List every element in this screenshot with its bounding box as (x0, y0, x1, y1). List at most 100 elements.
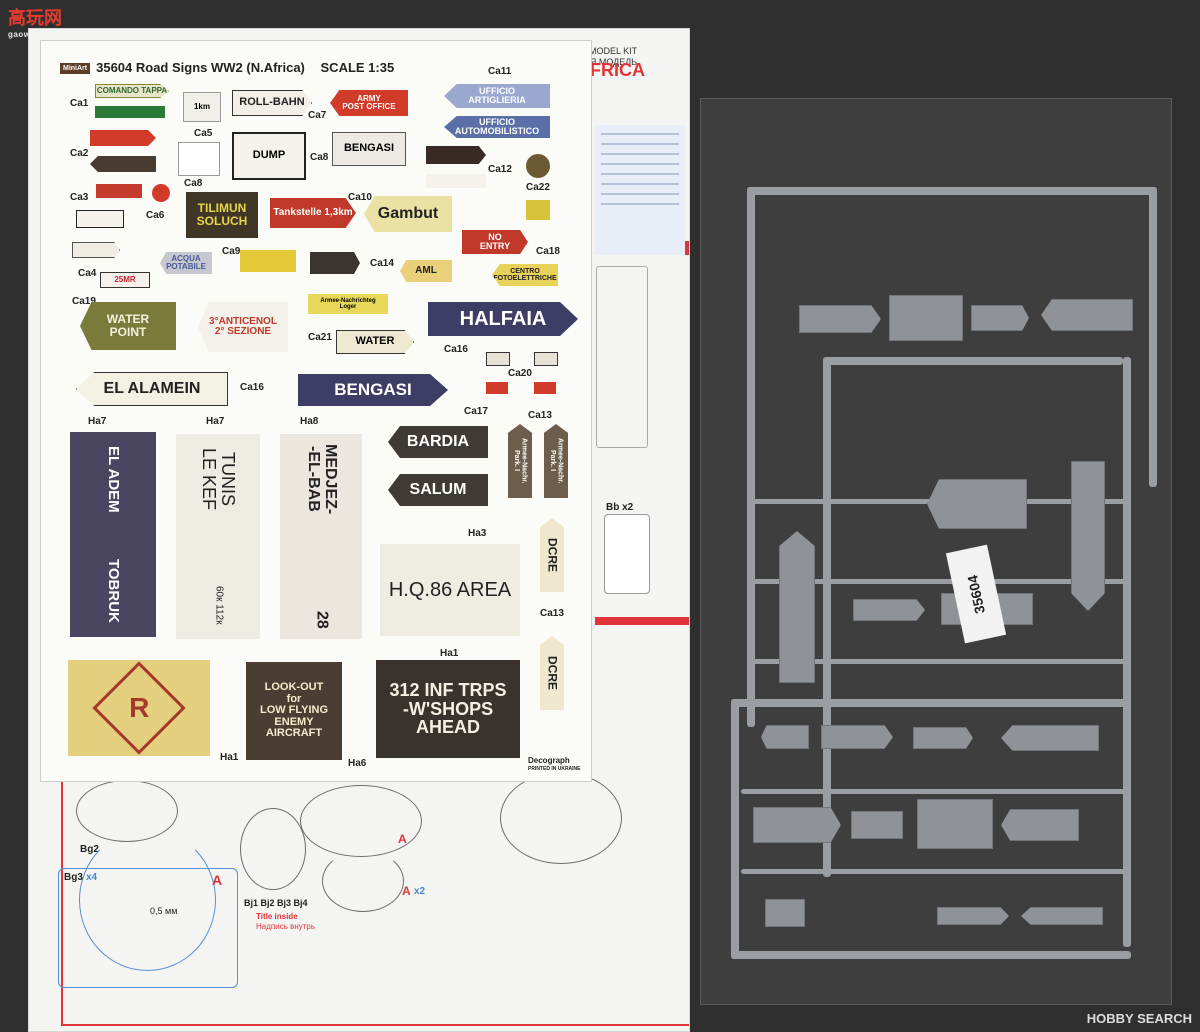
sprue-runner-3 (751, 659, 1131, 664)
sign-red-tag-2 (534, 382, 556, 394)
sign-tankstelle: Tankstelle 1,3km (270, 198, 356, 228)
africa-heading: FRICA (590, 60, 645, 80)
sign-brown-arrow (90, 156, 156, 172)
sign-yellow-emblem (526, 200, 550, 220)
part-arrow-4 (853, 599, 925, 621)
label-ha1-a: Ha1 (440, 648, 459, 659)
r-diamond: R (92, 661, 186, 755)
board-tunis-text: TUNIS LE KEF (199, 448, 238, 511)
sprue-inner-right (1123, 357, 1131, 947)
label-ca20: Ca20 (508, 368, 532, 379)
drum-drawing-4 (500, 772, 622, 864)
sign-armee-loger: Armee-Nachrichteg Loger (308, 294, 388, 314)
sign-dark-arrow-2 (310, 252, 360, 274)
part-arrow-11 (937, 907, 1009, 925)
red-band-lower (595, 617, 689, 625)
sign-small-text-plate (178, 142, 220, 176)
label-ca19: Ca19 (72, 296, 96, 307)
sign-green-bar (95, 106, 165, 118)
brand-logo: MiniArt (60, 63, 91, 75)
label-ha1-b: Ha1 (220, 752, 239, 763)
sprue-bottom (731, 951, 1131, 959)
sign-pm-tag-1 (486, 352, 510, 366)
sprue-runner-2 (751, 579, 1131, 584)
decal-scale: SCALE 1:35 (320, 60, 395, 75)
sign-comando: COMANDO TAPPA (95, 84, 169, 98)
sign-tilimun: TILIMUN SOLUCH (186, 192, 258, 238)
sign-dcre-2: DCRE (540, 636, 564, 710)
sign-artiglieria: UFFICIO ARTIGLIERIA (444, 84, 550, 108)
label-ha7-a: Ha7 (88, 416, 107, 427)
part-arrow-12 (1021, 907, 1103, 925)
label-ca16-b: Ca16 (240, 382, 264, 393)
label-ca18: Ca18 (536, 246, 560, 257)
label-ca4: Ca4 (78, 268, 97, 279)
label-ca12: Ca12 (488, 164, 512, 175)
label-ca2: Ca2 (70, 148, 89, 159)
sign-red-arrow-1 (90, 130, 156, 146)
printed-in: PRINTED IN UKRAINE (528, 766, 581, 772)
part-arrow-8 (1001, 725, 1099, 751)
sign-pm-tag-2 (534, 352, 558, 366)
part-drawing-strip (596, 266, 648, 448)
label-bj-parts: Bj1 Bj2 Bj3 Bj4 (244, 898, 308, 908)
board-tobruk-text: TOBRUK (104, 559, 122, 623)
sprue-lower-top (731, 699, 1131, 707)
sign-bengasi-small: BENGASI (332, 132, 406, 166)
board-medjez: MEDJEZ- -EL-BAB 28 (280, 434, 362, 639)
sign-acqua: ACQUA POTABILE (160, 252, 212, 274)
label-ca1: Ca1 (70, 98, 89, 109)
sign-red-tag-1 (486, 382, 508, 394)
label-ha7-b: Ha7 (206, 416, 225, 427)
sign-water: WATER (336, 330, 414, 354)
sign-army-post: ARMY POST OFFICE (330, 90, 408, 116)
board-lookout: LOOK-OUT for LOW FLYING ENEMY AIRCRAFT (246, 662, 342, 760)
decal-title-text: 35604 Road Signs WW2 (N.Africa) (96, 60, 305, 75)
printer-logo: Decograph (528, 756, 570, 765)
note-title-inside: Title inside (256, 912, 298, 921)
part-arrow-1 (799, 305, 881, 333)
part-post-right (1071, 461, 1105, 611)
sign-water-point: WATER POINT (80, 302, 176, 350)
sign-centro: CENTRO FOTOELETTRICHE (492, 264, 558, 286)
drum-drawing-2 (240, 808, 306, 890)
label-bg2: Bg2 (80, 844, 99, 855)
label-a3: A (402, 884, 411, 898)
sprue-frame-left (747, 187, 755, 727)
ring-drawing (79, 829, 216, 971)
sprue-frame-top (747, 187, 1157, 195)
note-title-inside-ru: Надпись внутрь (256, 922, 316, 931)
label-ca5: Ca5 (194, 128, 213, 139)
part-arrow-7 (913, 727, 973, 749)
label-ca3: Ca3 (70, 192, 89, 203)
r-letter: R (128, 692, 150, 724)
part-arrow-3 (1041, 299, 1133, 331)
part-bb-drawing (604, 514, 650, 594)
sign-h1-plate (76, 210, 124, 228)
part-post-left (779, 531, 815, 683)
label-ca6: Ca6 (146, 210, 165, 221)
sprue-runner-4 (741, 789, 1131, 794)
label-ca8-a: Ca8 (184, 178, 203, 189)
label-ca22: Ca22 (526, 182, 550, 193)
sign-gambut: Gambut (364, 196, 452, 232)
sign-yellow-box (240, 250, 296, 272)
hoop-drawing (322, 850, 404, 912)
label-ca7: Ca7 (308, 110, 327, 121)
label-ca13-b: Ca13 (540, 608, 564, 619)
board-312-inf: 312 INF TRPS -W'SHOPS AHEAD (376, 660, 520, 758)
part-arrow-6 (821, 725, 893, 749)
sign-red-cross-label (426, 174, 486, 188)
board-medjez-text: MEDJEZ- -EL-BAB (305, 444, 339, 515)
label-bb: Bb x2 (606, 502, 634, 513)
sign-bengasi-large: BENGASI (298, 374, 448, 406)
sign-park-2: Armee-Nachr. Park. I (544, 424, 568, 498)
sign-dump-text: DUMP (252, 149, 286, 162)
label-ca10: Ca10 (348, 192, 372, 203)
sprue-bag (700, 98, 1172, 1005)
part-arrow-large (927, 479, 1027, 529)
board-r-marking: R (68, 660, 210, 756)
part-arrow-10 (1001, 809, 1079, 841)
sign-salum: SALUM (388, 474, 488, 506)
board-hq86-text: H.Q.86 AREA (388, 578, 512, 601)
